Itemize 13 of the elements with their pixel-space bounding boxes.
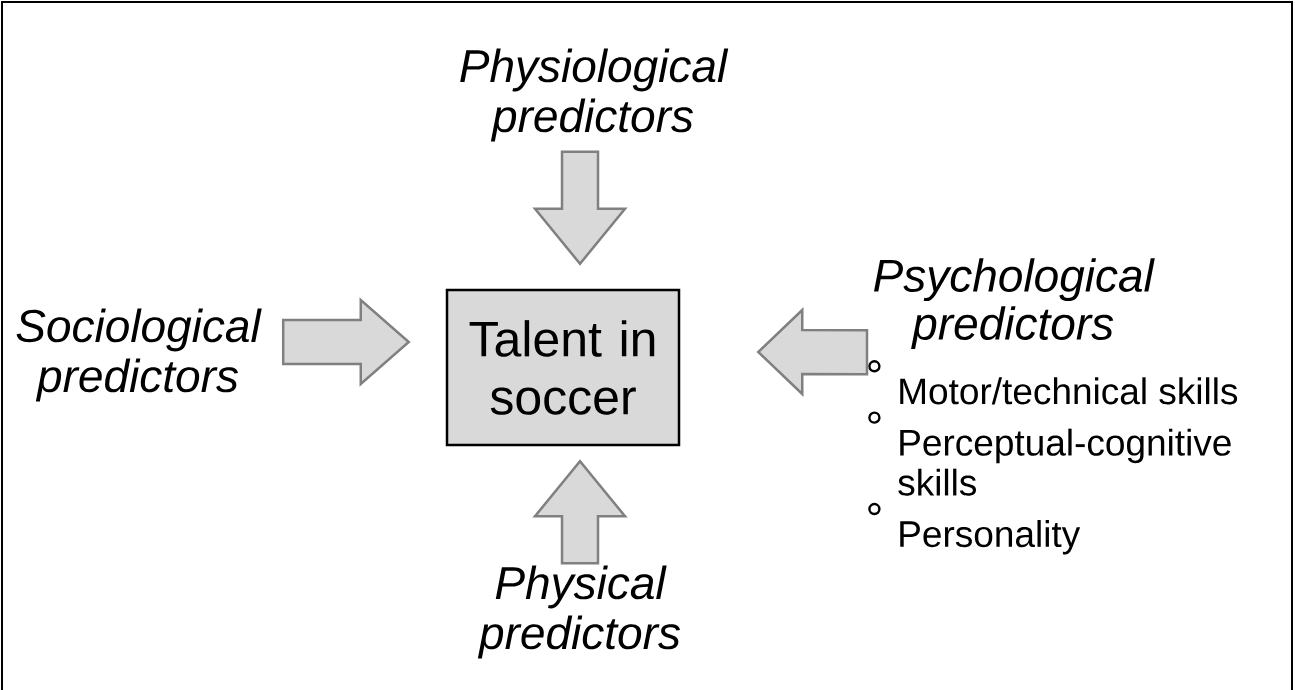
block-arrow	[532, 150, 628, 266]
process-box: Talent in soccer	[445, 288, 681, 447]
node-label: Psychological predictors	[873, 258, 1155, 350]
node-label: Personality	[900, 520, 1081, 555]
predictor-label: Physiological predictors	[460, 48, 729, 142]
text-list: Psychological predictors Motor/technical skills Perceptual-cognitive skills Personality	[868, 258, 1238, 555]
node-label: Perceptual-cognitive skills	[898, 428, 1231, 496]
predictor-label: Physical predictors	[477, 565, 680, 659]
block-arrow	[532, 459, 628, 565]
predictor-label: Sociological predictors	[16, 308, 262, 402]
block-arrow	[756, 307, 869, 397]
node-label: Motor/technical skills	[900, 377, 1238, 405]
block-arrow	[281, 297, 411, 387]
